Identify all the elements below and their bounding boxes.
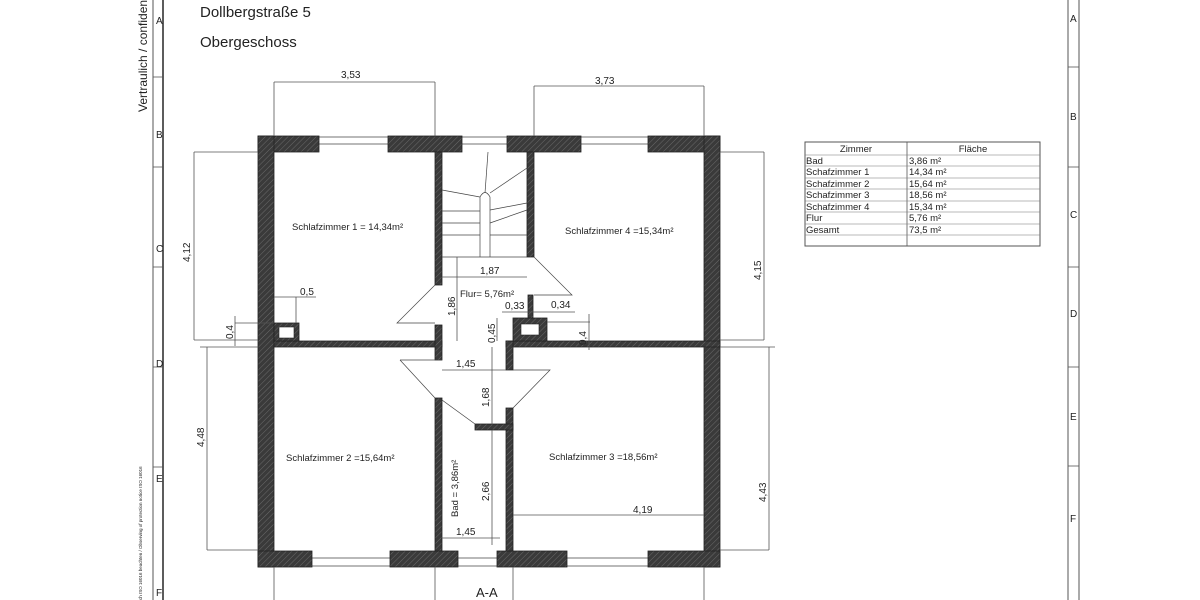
dim-label: 2,66 [481,481,492,501]
dim-label: 4,48 [196,427,207,447]
dim-label: 0,45 [487,323,498,343]
windows [312,136,648,567]
frame-letter: B [156,130,163,141]
table-header: Zimmer [840,144,872,155]
frame-letter: C [1070,210,1077,221]
dim-label: 1,87 [480,266,500,277]
dim-label: 3,53 [341,70,361,81]
dim-label: 1,68 [481,387,492,407]
dim-label: 0,5 [300,287,314,298]
dim-label: 4,43 [758,482,769,502]
dim-label: 4,15 [753,260,764,280]
table-cell: 73,5 m² [909,225,941,236]
door-swings [396,256,573,425]
room-label-schlafzimmer-4: Schlafzimmer 4 =15,34m² [565,226,674,237]
dim-label: 0,33 [505,301,525,312]
address-title: Dollbergstraße 5 [200,4,311,21]
table-cell: Bad [806,156,823,167]
room-label-bad: Bad = 3,86m² [450,460,461,517]
table-cell: Gesamt [806,225,840,236]
frame-letter: A [1070,14,1077,25]
floor-title: Obergeschoss [200,34,297,51]
area-table: Zimmer Fläche Bad 3,86 m² Schafzimmer 1 … [804,141,1041,247]
drawing-frame: A B C D E F A B C D E F Vertraulich / co… [136,0,1080,600]
room-label-flur: Flur= 5,76m² [460,289,514,300]
dim-label: 1,45 [456,527,476,538]
frame-letter: E [156,474,163,485]
table-cell: Flur [806,213,822,224]
dim-label: 0,4 [578,331,589,345]
staircase [441,151,528,258]
table-cell: 15,34 m² [909,202,947,213]
section-label: A-A [476,585,498,600]
room-label-schlafzimmer-3: Schlafzimmer 3 =18,56m² [549,452,658,463]
frame-letter: D [1070,309,1077,320]
table-header: Fläche [959,144,988,155]
table-cell: Schafzimmer 2 [806,179,869,190]
table-cell: 18,56 m² [909,190,947,201]
dim-label: 3,73 [595,76,615,87]
table-cell: Schafzimmer 1 [806,167,869,178]
dim-label: 1,45 [456,359,476,370]
frame-letter: B [1070,112,1077,123]
frame-letter: D [156,359,163,370]
frame-letter: A [156,16,163,27]
table-cell: 3,86 m² [909,156,941,167]
frame-letter: F [156,588,162,599]
protection-note: ch ISO 16016 beachten / Observing of pro… [138,466,143,600]
table-cell: 14,34 m² [909,167,947,178]
dimension-lines [193,81,775,600]
frame-letter: E [1070,412,1077,423]
frame-letter: F [1070,514,1076,525]
table-cell: Schafzimmer 4 [806,202,869,213]
table-cell: Schafzimmer 3 [806,190,869,201]
walls [257,135,721,568]
dim-label: 0,34 [551,300,571,311]
room-label-schlafzimmer-2: Schlafzimmer 2 =15,64m² [286,453,395,464]
dim-label: 1,86 [447,296,458,316]
dim-label: 4,19 [633,505,653,516]
frame-letter: C [156,244,163,255]
dim-label: 0,4 [225,325,236,339]
table-cell: 15,64 m² [909,179,947,190]
dim-label: 4,12 [182,242,193,262]
confidential-label: Vertraulich / confidential [136,0,150,112]
table-cell: 5,76 m² [909,213,941,224]
room-label-schlafzimmer-1: Schlafzimmer 1 = 14,34m² [292,222,403,233]
